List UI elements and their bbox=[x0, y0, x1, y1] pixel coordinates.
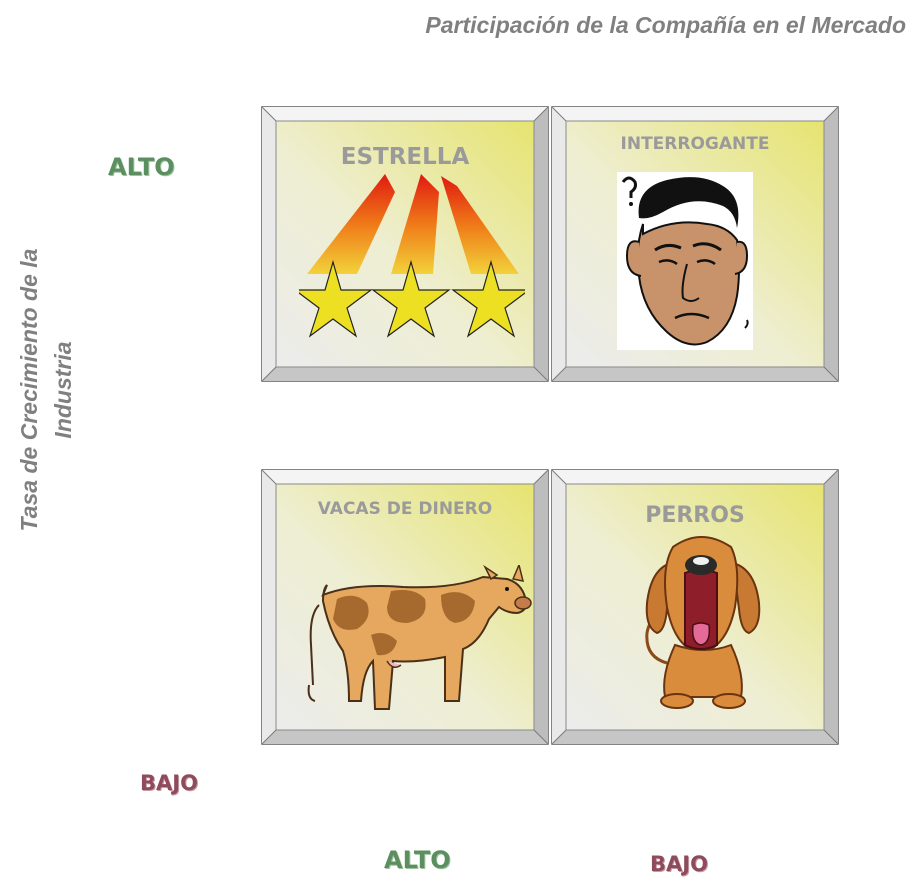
row-level-low: BAJO bbox=[140, 771, 198, 795]
quadrant-cash-cow: VACAS DE DINERO bbox=[261, 469, 549, 745]
quadrant-star: ESTRELLA bbox=[261, 106, 549, 382]
quadrant-label: INTERROGANTE bbox=[620, 134, 770, 154]
quadrant-label: PERROS bbox=[645, 503, 745, 528]
y-axis-title: Tasa de Crecimiento de la Industria bbox=[16, 248, 76, 532]
cow-icon bbox=[307, 565, 532, 710]
dog-icon bbox=[645, 536, 761, 709]
quadrant-question-mark: INTERROGANTE bbox=[551, 106, 839, 382]
stars-icon bbox=[299, 174, 525, 338]
column-level-high: ALTO bbox=[384, 846, 451, 874]
quadrant-dog: PERROS bbox=[551, 469, 839, 745]
row-level-high: ALTO bbox=[108, 153, 175, 181]
chart-title: Participación de la Compañía en el Merca… bbox=[425, 12, 906, 38]
quadrant-label: VACAS DE DINERO bbox=[317, 499, 493, 519]
puzzled-face-icon bbox=[617, 172, 753, 350]
quadrant-label: ESTRELLA bbox=[340, 144, 470, 170]
column-level-low: BAJO bbox=[650, 852, 708, 876]
